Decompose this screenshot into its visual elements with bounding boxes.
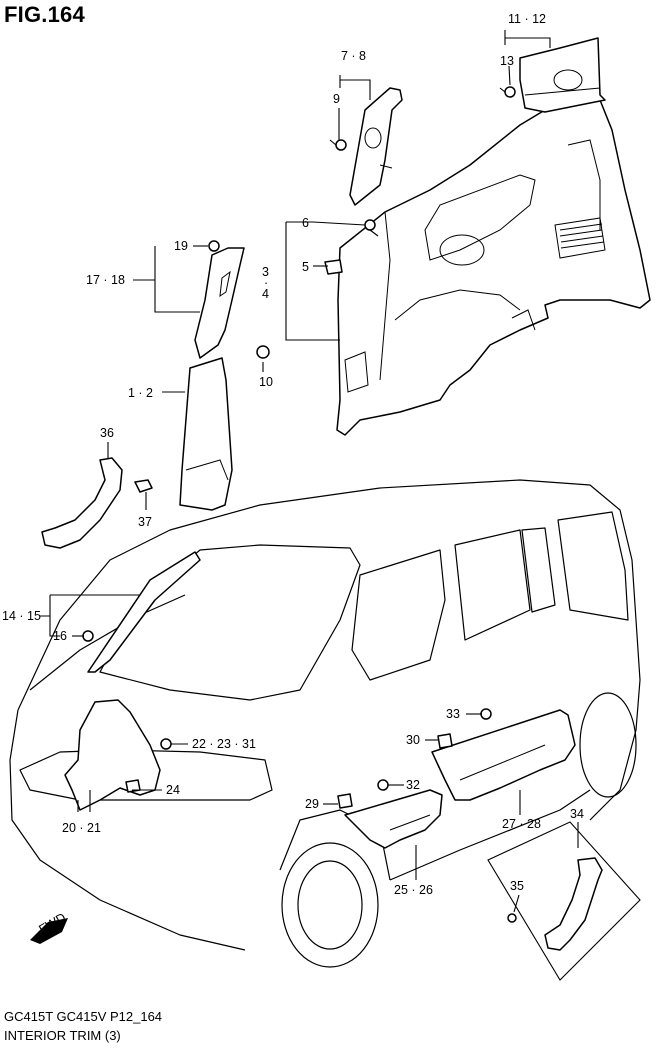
rear-scuff-plate bbox=[431, 709, 576, 801]
clip-16 bbox=[82, 630, 94, 642]
callout-6: 6 bbox=[302, 216, 309, 230]
callout-9: 9 bbox=[333, 92, 340, 106]
front-pillar-lower-trim bbox=[179, 357, 233, 511]
callout-29: 29 bbox=[305, 797, 319, 811]
screw-22-23-31 bbox=[160, 738, 172, 750]
callout-10: 10 bbox=[259, 375, 273, 389]
front-side-kick-panel bbox=[64, 699, 161, 811]
center-pillar-upper-trim bbox=[349, 87, 403, 206]
clip-30 bbox=[437, 733, 453, 749]
callout-4: 4 bbox=[262, 287, 269, 301]
callout-16: 16 bbox=[53, 629, 67, 643]
inset-box-grip bbox=[487, 821, 641, 981]
clip-10 bbox=[256, 345, 270, 359]
callout-37: 37 bbox=[138, 515, 152, 529]
figure-title: FIG.164 bbox=[4, 2, 85, 27]
bolt-37 bbox=[134, 479, 153, 493]
front-scuff-plate bbox=[344, 789, 443, 849]
callout-24: 24 bbox=[166, 783, 180, 797]
callout-19: 19 bbox=[174, 239, 188, 253]
screw-9 bbox=[329, 139, 347, 151]
callout-36: 36 bbox=[100, 426, 114, 440]
upper-rear-pillar-trim bbox=[519, 37, 606, 113]
callout-labels: 11 · 12 13 7 · 8 9 6 5 3 · 4 19 17 · 18 … bbox=[2, 12, 584, 897]
callout-25-26: 25 · 26 bbox=[394, 883, 433, 897]
callout-22-23-31: 22 · 23 · 31 bbox=[192, 737, 256, 751]
leader-lines bbox=[40, 30, 579, 913]
callout-33: 33 bbox=[446, 707, 460, 721]
figure-caption: INTERIOR TRIM (3) bbox=[4, 1028, 121, 1043]
callout-32: 32 bbox=[406, 778, 420, 792]
clip-5 bbox=[324, 259, 343, 275]
vehicle-body-outline bbox=[9, 479, 641, 968]
screw-13 bbox=[499, 86, 516, 98]
callout-14-15: 14 · 15 bbox=[2, 609, 41, 623]
callout-7-8: 7 · 8 bbox=[341, 49, 366, 63]
windshield-pillar-trim bbox=[87, 551, 201, 673]
model-line: GC415T GC415V P12_164 bbox=[4, 1009, 163, 1024]
assist-grip-handle bbox=[41, 457, 123, 549]
callout-1-2: 1 · 2 bbox=[128, 386, 153, 400]
callout-30: 30 bbox=[406, 733, 420, 747]
callout-3: 3 bbox=[262, 265, 269, 279]
screw-32 bbox=[377, 779, 389, 791]
screw-19 bbox=[208, 240, 220, 252]
callout-27-28: 27 · 28 bbox=[502, 817, 541, 831]
front-pillar-upper-trim bbox=[194, 247, 245, 359]
clip-6 bbox=[364, 219, 379, 237]
fwd-arrow-icon: FWD bbox=[30, 910, 68, 944]
screw-33 bbox=[480, 708, 492, 720]
callout-20-21: 20 · 21 bbox=[62, 821, 101, 835]
callout-13: 13 bbox=[500, 54, 514, 68]
callout-17-18: 17 · 18 bbox=[86, 273, 125, 287]
callout-35: 35 bbox=[510, 879, 524, 893]
clip-29 bbox=[337, 793, 353, 809]
callout-3-4-sep: · bbox=[264, 276, 268, 290]
callout-34: 34 bbox=[570, 807, 584, 821]
rear-quarter-trim-panel bbox=[336, 99, 651, 436]
callout-11-12: 11 · 12 bbox=[508, 12, 546, 26]
callout-5: 5 bbox=[302, 260, 309, 274]
